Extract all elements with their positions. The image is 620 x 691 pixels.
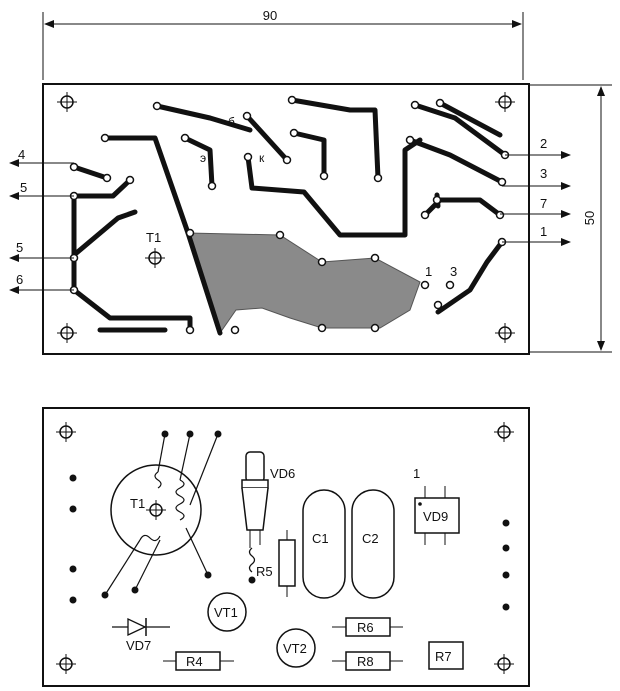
mounting-hole-tr-2 — [494, 422, 514, 442]
resistor-r7: R7 — [428, 641, 464, 670]
mounting-hole-tr — [495, 92, 515, 112]
right-terminals: 2 3 7 1 — [500, 136, 571, 246]
terminal-left-4: 6 — [16, 272, 23, 287]
r4-label: R4 — [186, 654, 203, 669]
vd7-label: VD7 — [126, 638, 151, 653]
vt1-label: VT1 — [214, 605, 238, 620]
pcb-component-board: T1 VD6 — [42, 407, 530, 687]
dimension-height: 50 — [530, 84, 612, 353]
left-terminals: 4 5 5 6 — [9, 147, 74, 294]
r8-label: R8 — [357, 654, 374, 669]
terminal-right-4: 1 — [540, 224, 547, 239]
mounting-hole-br-2 — [494, 654, 514, 674]
resistor-vertical — [278, 530, 296, 597]
terminal-right-1: 2 — [540, 136, 547, 151]
t1-label: T1 — [130, 496, 145, 511]
mounting-hole-bl — [57, 323, 77, 343]
pin-label-emitter: э — [200, 151, 206, 165]
terminal-right-2: 3 — [540, 166, 547, 181]
pcb-trace-board: T1 — [9, 83, 571, 355]
edge-pads — [69, 474, 510, 611]
terminal-left-2: 5 — [20, 180, 27, 195]
mounting-hole-bl-2 — [56, 654, 76, 674]
led-vd6: VD6 — [241, 451, 295, 548]
resistor-r8: R8 — [332, 651, 403, 671]
pin-label-collector: к — [259, 151, 265, 165]
ic-pin-3: 3 — [450, 264, 457, 279]
vd9-label: VD9 — [423, 509, 448, 524]
vd9-pin-label: 1 — [413, 466, 420, 481]
r7-label: R7 — [435, 649, 452, 664]
r5-label: R5 — [256, 564, 273, 579]
ground-pour — [187, 232, 421, 335]
width-label: 90 — [263, 8, 277, 23]
vd6-label: VD6 — [270, 466, 295, 481]
resistor-r4: R4 — [163, 651, 234, 671]
mounting-hole-tl-2 — [56, 422, 76, 442]
transistor-vt2: VT2 — [276, 628, 316, 668]
resistor-r6: R6 — [332, 617, 403, 637]
terminal-right-3: 7 — [540, 196, 547, 211]
terminal-left-1: 4 — [18, 147, 25, 162]
vt2-label: VT2 — [283, 641, 307, 656]
solder-pads — [69, 95, 510, 335]
mounting-hole-br — [495, 323, 515, 343]
copper-traces — [71, 97, 508, 336]
diode-vd7: VD7 — [112, 617, 170, 653]
mounting-hole-tl — [57, 92, 77, 112]
c2-label: C2 — [362, 531, 379, 546]
height-label: 50 — [582, 211, 597, 225]
transformer-t1: T1 — [101, 430, 222, 599]
resistor-r5: R5 — [248, 547, 273, 584]
capacitor-c1: C1 — [302, 489, 346, 599]
t1-label-top: T1 — [146, 230, 161, 245]
c1-label: C1 — [312, 531, 329, 546]
transistor-vt1: VT1 — [207, 592, 247, 632]
pin-label-base: б — [228, 115, 235, 129]
r6-label: R6 — [357, 620, 374, 635]
capacitor-c2: C2 — [351, 489, 395, 599]
dimension-width: 90 — [42, 8, 524, 80]
t1-center-mark: T1 — [145, 230, 165, 268]
terminal-left-3: 5 — [16, 240, 23, 255]
diode-bridge-vd9: 1 VD9 — [413, 466, 460, 545]
ic-pin-1: 1 — [425, 264, 432, 279]
